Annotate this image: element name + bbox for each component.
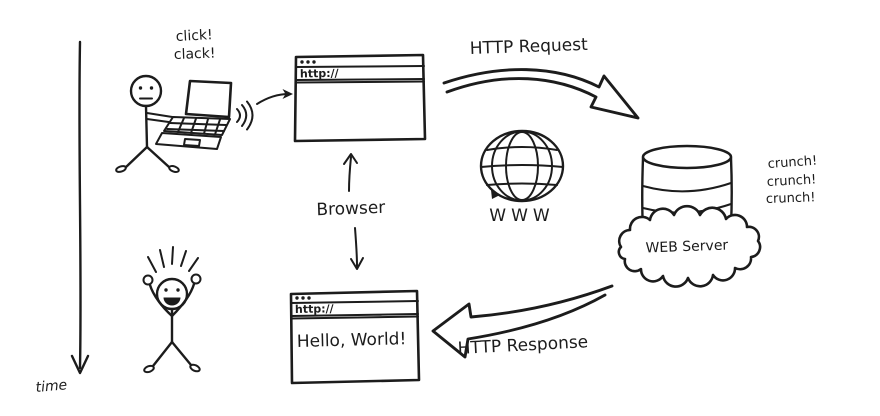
- bottom-window-content: Hello, World!: [297, 329, 407, 352]
- timeline-line: [78, 40, 82, 370]
- user-leg-right: [145, 145, 171, 169]
- happy-arm-right: [170, 282, 196, 318]
- happy-foot-left: [143, 364, 155, 374]
- top-window-frame: [293, 53, 427, 143]
- user-foot-left: [115, 165, 127, 173]
- bottom-window-titlebar-divider: [290, 300, 419, 304]
- wifi-waves-icon: [236, 100, 254, 131]
- top-browser-window: http://: [293, 53, 427, 143]
- excitement-lines: [147, 246, 199, 273]
- laptop-key-rows: [166, 122, 227, 132]
- timeline-label: time: [35, 377, 68, 396]
- laptop-trackpad: [183, 138, 201, 147]
- timeline-arrowhead-icon: [70, 354, 90, 375]
- server-cylinder-band1: [642, 182, 732, 193]
- www-label: WWW: [489, 206, 554, 226]
- happy-foot-right: [189, 363, 201, 373]
- user-eye-left: [138, 86, 143, 90]
- http-response: HTTP Response: [431, 284, 614, 359]
- happy-mouth: [163, 297, 181, 306]
- laptop-to-browser-arrow: [256, 89, 293, 105]
- server-cylinder-top: [641, 144, 733, 170]
- globe-ink-blot: [491, 190, 500, 199]
- bottom-window-address: http://: [295, 302, 335, 316]
- http-response-arrow: [431, 284, 614, 359]
- browser-label: Browser: [316, 198, 386, 220]
- user-eye-right: [149, 86, 154, 90]
- happy-arm-left: [148, 283, 174, 318]
- happy-leg-left: [151, 340, 174, 368]
- laptop-to-browser-arrow-line: [256, 93, 290, 105]
- server-sound-line1: crunch!: [767, 154, 818, 172]
- typing-sound-line1: click!: [175, 27, 213, 45]
- top-window-titlebar-divider: [295, 65, 425, 68]
- user-foot-right: [168, 165, 180, 173]
- laptop-screen: [184, 79, 233, 119]
- browser-arrow-up-line: [348, 156, 352, 192]
- bottom-window-addressbar-divider: [290, 313, 419, 320]
- user-stick-figure: [115, 74, 186, 173]
- browser-arrow-down-head-icon: [350, 257, 364, 270]
- laptop-to-browser-arrowhead-icon: [282, 89, 293, 99]
- browser-callout: Browser: [316, 153, 386, 270]
- globe-parallels: [480, 146, 564, 186]
- typing-sounds: click! clack!: [174, 27, 216, 63]
- timeline: time: [35, 40, 90, 396]
- typing-sound-line2: clack!: [174, 46, 216, 63]
- laptop: [155, 79, 254, 150]
- happy-eye-left: [164, 288, 168, 292]
- laptop-key-columns: [177, 117, 221, 136]
- laptop-base: [155, 132, 222, 150]
- user-leg-left: [124, 145, 149, 169]
- top-window-address: http://: [300, 67, 340, 81]
- bottom-window-dots-icon: [295, 296, 311, 300]
- server-sound-line3: crunch!: [766, 190, 816, 207]
- top-window-addressbar-divider: [295, 78, 425, 84]
- http-request-arrow: [442, 68, 640, 120]
- server-sound-line2: crunch!: [766, 172, 816, 190]
- happy-fist-left: [142, 274, 154, 286]
- server-sounds: crunch! crunch! crunch!: [766, 154, 818, 207]
- http-request-label: HTTP Request: [469, 35, 588, 59]
- happy-eye-right: [176, 288, 180, 292]
- web-server: WEB Server: [617, 144, 762, 288]
- happy-stick-figure: [142, 246, 202, 374]
- happy-fist-right: [190, 273, 202, 285]
- globe-icon: WWW: [479, 129, 565, 226]
- top-window-dots-icon: [300, 60, 316, 64]
- user-head: [129, 74, 163, 108]
- web-server-label: WEB Server: [645, 238, 728, 257]
- browser-arrow-down-line: [354, 227, 358, 267]
- browser-arrow-up-head-icon: [343, 153, 358, 165]
- server-cloud: [617, 204, 762, 288]
- bottom-browser-window: http:// Hello, World!: [289, 289, 421, 385]
- http-request: HTTP Request: [442, 35, 640, 120]
- happy-leg-right: [170, 340, 193, 367]
